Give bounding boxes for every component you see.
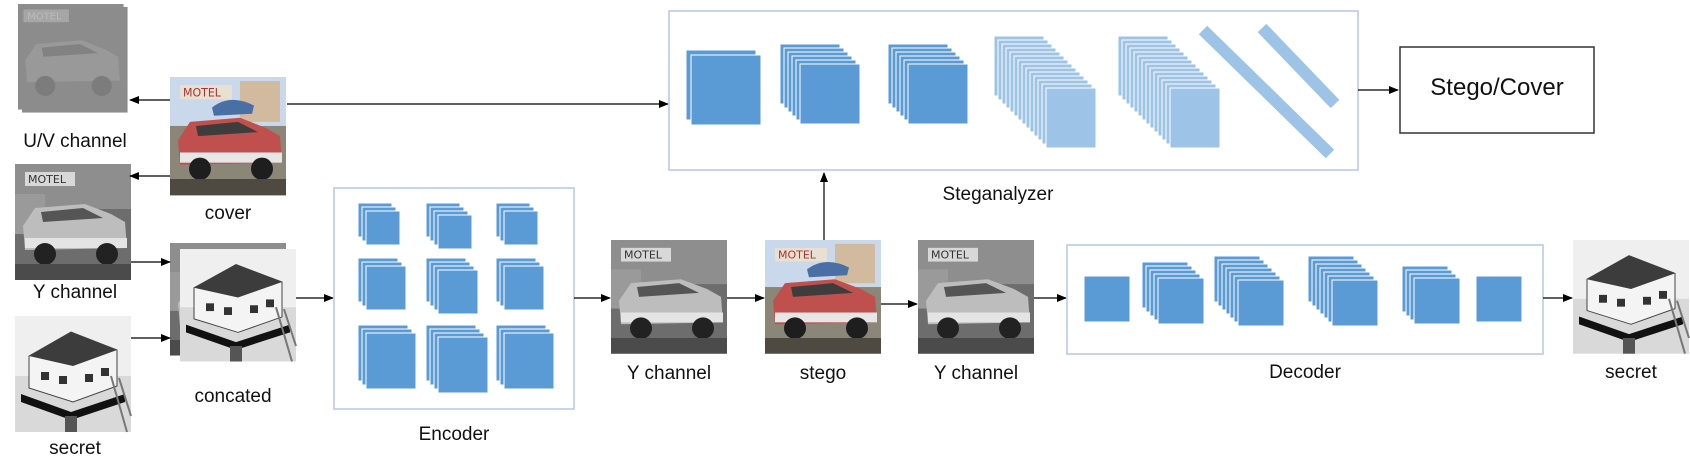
uv-channel-label: U/V channel xyxy=(23,131,127,152)
decoder-layer-stack-plane xyxy=(1083,275,1131,323)
encoder-layer-stack xyxy=(357,324,417,390)
secret-right-label: secret xyxy=(1605,362,1657,383)
decoder-layer-stack-plane xyxy=(1237,279,1285,327)
stego-label: stego xyxy=(799,363,847,384)
encoder-layer-stack-plane xyxy=(503,265,545,311)
encoder-layer-stack-plane xyxy=(365,265,407,311)
decoder-block xyxy=(1066,244,1544,355)
fully-connected-layer xyxy=(1198,25,1335,159)
encoder-layer-stack-plane xyxy=(437,214,473,250)
stego-image xyxy=(765,240,881,354)
secret-left-label: secret xyxy=(49,438,101,459)
steganalyzer-label: Steganalyzer xyxy=(942,184,1054,205)
steganalyzer-layer-stack-plane xyxy=(799,63,861,125)
secret-left-image xyxy=(14,315,132,433)
encoder-layer-stack-plane xyxy=(503,332,555,390)
encoder-block xyxy=(333,187,575,410)
y-channel-mid-image xyxy=(611,240,727,354)
steganalyzer-layer-stack-plane xyxy=(1169,87,1221,149)
steganalyzer-layer-stack xyxy=(887,43,969,125)
decoder-layer-stack-plane xyxy=(1413,277,1461,325)
encoder-layer-stack-plane xyxy=(365,210,401,246)
encoder-layer-stack-plane xyxy=(503,210,539,246)
encoder-layer-stack xyxy=(357,257,407,311)
steganalyzer-layer-stack xyxy=(1117,35,1221,149)
encoder-layer-stack xyxy=(495,324,555,390)
encoder-layers xyxy=(357,202,555,394)
encoder-layer-stack xyxy=(425,257,479,315)
decoder-layer-stack xyxy=(1401,265,1461,325)
encoder-layer-stack-plane xyxy=(365,332,417,390)
encoder-layer-stack-plane xyxy=(437,336,489,394)
encoder-layer-stack xyxy=(495,257,545,311)
steganalyzer-layer-stack-plane xyxy=(1045,87,1097,149)
output-box xyxy=(1399,46,1595,134)
y-channel-left-label: Y channel xyxy=(32,282,118,303)
secret-right-image xyxy=(1572,239,1690,355)
decoder-layer-stack xyxy=(1307,255,1379,327)
decoder-label: Decoder xyxy=(1269,362,1341,383)
y-channel-mid-label: Y channel xyxy=(626,363,712,384)
steganalyzer-layer-stack-plane xyxy=(690,54,762,126)
decoder-layer-stack-plane xyxy=(1331,279,1379,327)
steganalyzer-layer-stack xyxy=(685,49,762,126)
y-channel-left-image xyxy=(15,164,131,280)
output-label: Stego/Cover xyxy=(1430,74,1564,101)
encoder-layer-stack xyxy=(425,324,489,394)
fully-connected-layer xyxy=(1257,23,1340,109)
decoder-layer-stack xyxy=(1083,275,1131,323)
concated-image xyxy=(170,243,297,363)
concated-label: concated xyxy=(194,386,272,407)
decoder-layer-stack xyxy=(1141,261,1205,325)
y-channel-right-image xyxy=(918,240,1034,354)
encoder-layer-stack-plane xyxy=(437,269,479,315)
encoder-label: Encoder xyxy=(418,424,490,445)
steganalyzer-layers xyxy=(685,23,1340,159)
decoder-layer-stack xyxy=(1475,275,1523,323)
steganalyzer-layer-stack xyxy=(779,43,861,125)
steganalyzer-layer-stack-plane xyxy=(907,63,969,125)
steganalyzer-layer-stack xyxy=(993,35,1097,149)
decoder-layer-stack xyxy=(1213,255,1285,327)
decoder-layers xyxy=(1083,255,1523,327)
encoder-layer-stack xyxy=(357,202,401,246)
cover-label: cover xyxy=(204,203,252,224)
decoder-layer-stack-plane xyxy=(1157,277,1205,325)
uv-channel-image xyxy=(18,4,128,113)
cover-image xyxy=(170,77,286,196)
steganalyzer-block xyxy=(668,10,1359,171)
encoder-layer-stack xyxy=(425,202,473,250)
y-channel-right-label: Y channel xyxy=(933,363,1019,384)
encoder-layer-stack xyxy=(495,202,539,246)
decoder-layer-stack-plane xyxy=(1475,275,1523,323)
